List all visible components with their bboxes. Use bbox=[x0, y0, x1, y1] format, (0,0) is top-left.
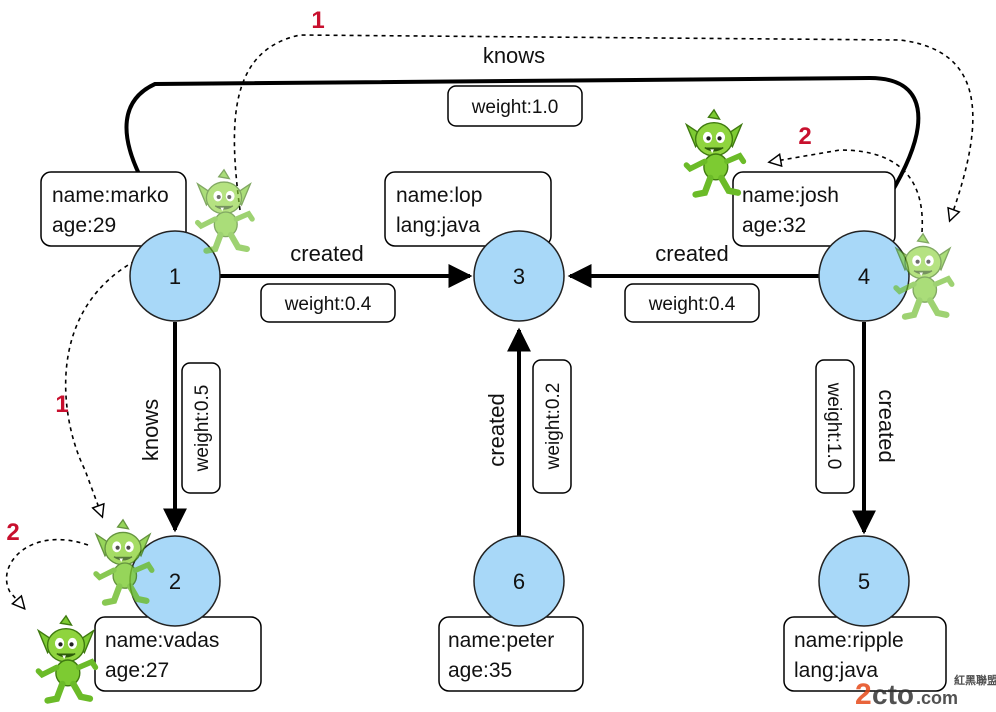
edge-knows-1-4 bbox=[124, 75, 921, 229]
edge-label-knows-1-2: knows bbox=[138, 399, 163, 461]
svg-text:weight:0.4: weight:0.4 bbox=[648, 294, 736, 315]
svg-text:weight:1.0: weight:1.0 bbox=[823, 382, 844, 470]
property-age: age:27 bbox=[105, 659, 169, 682]
traversal-path-step-2-vadas bbox=[5, 538, 89, 608]
edge-label-created-4-5: created bbox=[874, 389, 899, 462]
vertex-2: 2 bbox=[129, 535, 221, 627]
svg-text:weight:0.5: weight:0.5 bbox=[192, 385, 213, 473]
vertex-1: 1 bbox=[129, 230, 221, 322]
edge-weight-4-5: weight:1.0 bbox=[815, 359, 855, 494]
svg-text:2: 2 bbox=[855, 678, 872, 711]
property-name: name:vadas bbox=[105, 629, 219, 652]
property-name: name:josh bbox=[742, 184, 839, 207]
vertex-4: 4 bbox=[818, 230, 910, 322]
property-age: age:32 bbox=[742, 214, 806, 237]
vertex-5: 5 bbox=[818, 535, 910, 627]
property-name: name:ripple bbox=[794, 629, 904, 652]
step-number: 1 bbox=[55, 391, 68, 418]
svg-text:4: 4 bbox=[858, 264, 870, 289]
svg-text:2: 2 bbox=[169, 569, 181, 594]
property-name: name:lop bbox=[396, 184, 482, 207]
step-number: 2 bbox=[798, 123, 811, 150]
svg-text:6: 6 bbox=[513, 569, 525, 594]
property-age: age:35 bbox=[448, 659, 512, 682]
svg-text:weight:0.4: weight:0.4 bbox=[284, 294, 372, 315]
edge-weight-4-3: weight:0.4 bbox=[624, 283, 760, 323]
property-lang: lang:java bbox=[396, 214, 480, 237]
vertex-2-properties: name:vadas age:27 bbox=[94, 616, 262, 692]
svg-text:5: 5 bbox=[858, 569, 870, 594]
property-name: name:marko bbox=[52, 184, 169, 207]
vertex-6-properties: name:peter age:35 bbox=[438, 616, 584, 692]
vertex-1-properties: name:marko age:29 bbox=[40, 171, 187, 247]
svg-text:1: 1 bbox=[169, 264, 181, 289]
step-number: 2 bbox=[6, 519, 19, 546]
svg-text:3: 3 bbox=[513, 264, 525, 289]
traversal-path-step-1-top bbox=[233, 34, 974, 220]
svg-text:cto: cto bbox=[872, 679, 914, 710]
edge-weight-6-3: weight:0.2 bbox=[532, 359, 572, 494]
vertex-4-properties: name:josh age:32 bbox=[732, 171, 896, 247]
edge-label-knows-1-4: knows bbox=[483, 43, 545, 68]
edge-label-created-1-3: created bbox=[290, 241, 363, 266]
edge-weight-1-2: weight:0.5 bbox=[181, 362, 221, 494]
vertex-6: 6 bbox=[473, 535, 565, 627]
property-name: name:peter bbox=[448, 629, 554, 652]
edge-weight-1-3: weight:0.4 bbox=[260, 283, 396, 323]
watermark: 2 cto .com 紅黑聯盟 bbox=[855, 673, 996, 711]
property-age: age:29 bbox=[52, 214, 116, 237]
gremlin-icon bbox=[38, 616, 95, 701]
gremlin-icon bbox=[198, 170, 253, 251]
property-lang: lang:java bbox=[794, 659, 878, 682]
edge-label-created-6-3: created bbox=[484, 393, 509, 466]
traversal-path-step-2-josh bbox=[770, 149, 924, 233]
edge-label-created-4-3: created bbox=[655, 241, 728, 266]
svg-text:weight:1.0: weight:1.0 bbox=[471, 97, 559, 118]
svg-text:紅黑聯盟: 紅黑聯盟 bbox=[954, 673, 996, 687]
vertex-5-properties: name:ripple lang:java bbox=[783, 616, 947, 692]
vertex-3-properties: name:lop lang:java bbox=[384, 171, 552, 247]
edge-weight-1-4: weight:1.0 bbox=[447, 85, 583, 127]
svg-text:weight:0.2: weight:0.2 bbox=[543, 383, 564, 471]
step-number: 1 bbox=[311, 7, 324, 34]
svg-text:.com: .com bbox=[916, 688, 958, 708]
vertex-3: 3 bbox=[473, 230, 565, 322]
